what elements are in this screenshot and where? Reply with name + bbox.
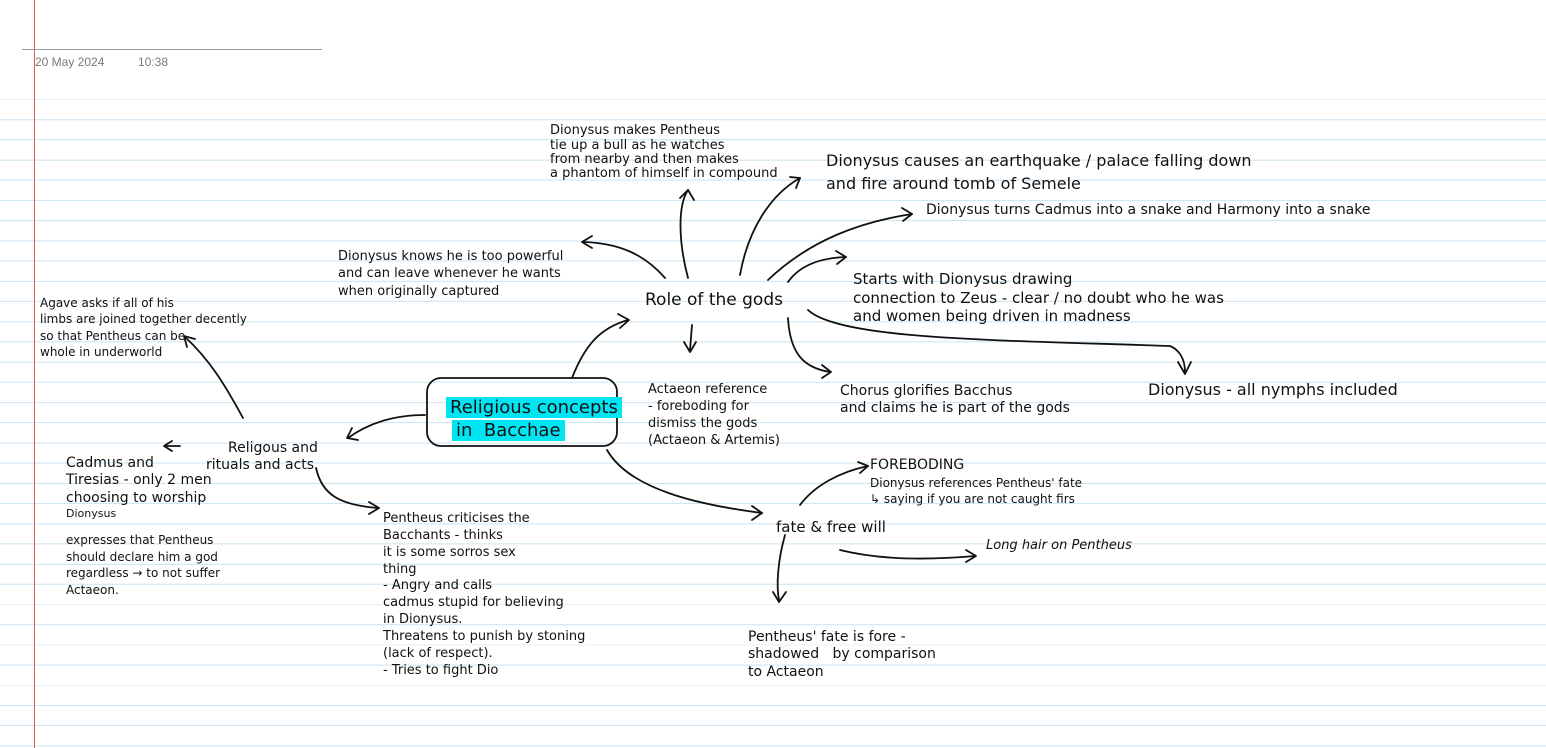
nymphs-note: Dionysus - all nymphs included: [1148, 380, 1398, 399]
title-line[interactable]: [22, 49, 322, 50]
page-date: 20 May 2024: [35, 55, 105, 69]
hair-note: Long hair on Pentheus: [986, 538, 1132, 553]
page-time: 10:38: [138, 55, 169, 69]
snake-note: Dionysus turns Cadmus into a snake and H…: [926, 202, 1371, 218]
fate-title: fate & free will: [776, 518, 886, 536]
center-subtitle: in Bacchae: [452, 420, 565, 441]
role-title: Role of the gods: [645, 290, 783, 310]
earthquake-note: Dionysus causes an earthquake / palace f…: [826, 151, 1252, 193]
center-title: Religious concepts: [446, 397, 622, 418]
margin-line: [34, 0, 35, 748]
shadowed-note: Pentheus' fate is fore -shadowed by comp…: [748, 628, 936, 680]
header-area: [0, 0, 1546, 80]
